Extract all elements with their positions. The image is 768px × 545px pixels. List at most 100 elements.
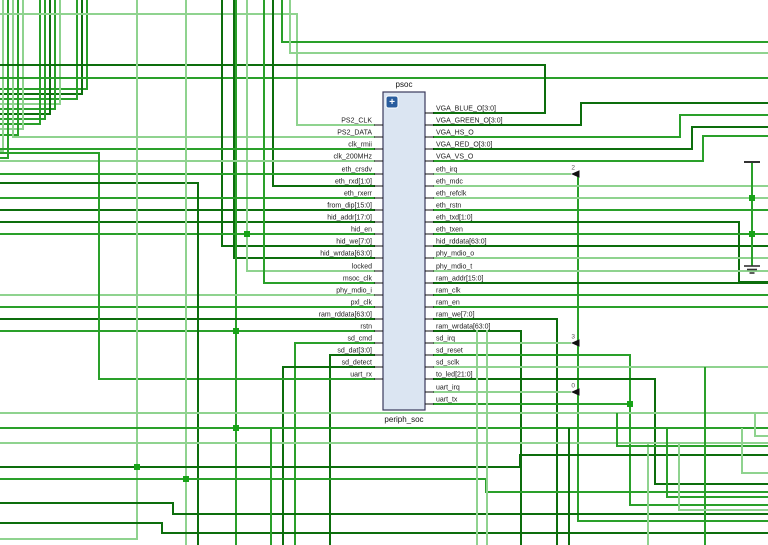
input-port-from_dip[15:0][interactable]: from_dip[15:0] [327, 203, 372, 210]
input-port-PS2_CLK[interactable]: PS2_CLK [341, 118, 372, 125]
net-wire[interactable] [0, 0, 41, 125]
net-wire[interactable] [0, 0, 4, 152]
expand-icon[interactable]: + [385, 95, 399, 109]
output-port-hid_rddata[63:0][interactable]: hid_rddata[63:0] [436, 239, 487, 246]
net-wire[interactable] [433, 329, 523, 545]
input-port-eth_rxd[1:0][interactable]: eth_rxd[1:0] [335, 179, 372, 186]
junction-dot [749, 195, 755, 201]
input-port-hid_en[interactable]: hid_en [351, 227, 372, 234]
net-wire[interactable] [0, 0, 46, 120]
output-port-eth_rstn[interactable]: eth_rstn [436, 203, 461, 210]
net-wire[interactable] [433, 220, 768, 284]
output-port-VGA_BLUE_O[3:0][interactable]: VGA_BLUE_O[3:0] [436, 106, 496, 113]
net-wire[interactable] [0, 152, 375, 380]
net-wire[interactable] [328, 353, 375, 545]
net-wire[interactable] [754, 413, 768, 437]
tap-arrow-icon [571, 170, 580, 178]
net-wire[interactable] [246, 234, 375, 272]
output-port-ram_wrdata[63:0][interactable]: ram_wrdata[63:0] [436, 324, 491, 331]
net-wire[interactable] [12, 0, 375, 138]
output-port-to_led[21:0][interactable]: to_led[21:0] [436, 372, 473, 379]
net-wire[interactable] [263, 0, 375, 284]
net-wire[interactable] [433, 377, 768, 486]
output-port-sd_irq[interactable]: sd_irq [436, 336, 455, 343]
input-port-uart_rx[interactable]: uart_rx [350, 372, 372, 379]
input-port-msoc_clk[interactable]: msoc_clk [343, 276, 373, 283]
output-port-ram_we[7:0][interactable]: ram_we[7:0] [436, 312, 475, 319]
input-port-hid_we[7:0][interactable]: hid_we[7:0] [336, 239, 372, 246]
plus-icon: + [389, 97, 395, 108]
input-port-sd_detect[interactable]: sd_detect [342, 360, 372, 367]
output-port-VGA_HS_O[interactable]: VGA_HS_O [436, 130, 474, 137]
input-port-rstn[interactable]: rstn [360, 324, 372, 331]
output-port-sd_reset[interactable]: sd_reset [436, 348, 463, 355]
net-wire[interactable] [433, 101, 768, 127]
output-port-VGA_GREEN_O[3:0][interactable]: VGA_GREEN_O[3:0] [436, 118, 503, 125]
input-port-eth_crsdv[interactable]: eth_crsdv [342, 167, 373, 174]
net-wire[interactable] [0, 13, 375, 126]
power-ground-constant-symbol [744, 161, 760, 274]
net-wire[interactable] [0, 453, 768, 469]
input-port-sd_dat[3:0][interactable]: sd_dat[3:0] [337, 348, 372, 355]
output-port-VGA_RED_O[3:0][interactable]: VGA_RED_O[3:0] [436, 142, 492, 149]
net-wire[interactable] [294, 342, 375, 545]
output-port-VGA_VS_O[interactable]: VGA_VS_O [436, 154, 474, 161]
net-wire[interactable] [0, 0, 138, 540]
input-port-phy_mdio_i[interactable]: phy_mdio_i [336, 288, 372, 295]
output-port-uart_irq[interactable]: uart_irq [436, 385, 460, 392]
output-port-phy_mdio_o[interactable]: phy_mdio_o [436, 251, 474, 258]
net-wire[interactable] [433, 135, 768, 162]
input-port-hid_wrdata[63:0][interactable]: hid_wrdata[63:0] [320, 251, 372, 258]
net-wire[interactable] [433, 125, 768, 151]
input-port-locked[interactable]: locked [352, 264, 372, 271]
net-wire[interactable] [0, 0, 9, 159]
net-wire[interactable] [0, 0, 78, 100]
input-port-pxl_clk[interactable]: pxl_clk [351, 300, 373, 307]
input-port-ram_rddata[63:0][interactable]: ram_rddata[63:0] [319, 312, 372, 319]
net-wire[interactable] [616, 413, 768, 447]
output-port-ram_addr[15:0][interactable]: ram_addr[15:0] [436, 276, 484, 283]
net-wire[interactable] [678, 443, 768, 511]
output-port-eth_txen[interactable]: eth_txen [436, 227, 463, 234]
net-wire[interactable] [666, 428, 768, 498]
output-port-phy_mdio_t[interactable]: phy_mdio_t [436, 264, 472, 271]
output-port-ram_en[interactable]: ram_en [436, 300, 460, 307]
input-port-hid_addr[17:0][interactable]: hid_addr[17:0] [327, 215, 372, 222]
net-wire[interactable] [0, 478, 768, 493]
net-wire[interactable] [0, 0, 19, 136]
net-wire[interactable] [0, 181, 200, 545]
net-wire[interactable] [0, 521, 768, 535]
output-port-eth_mdc[interactable]: eth_mdc [436, 179, 463, 186]
input-port-clk_200MHz[interactable]: clk_200MHz [333, 154, 372, 161]
net-wire[interactable] [281, 365, 375, 545]
net-wire[interactable] [232, 0, 375, 260]
net-wire[interactable] [741, 428, 768, 474]
input-port-clk_rmii[interactable]: clk_rmii [348, 142, 372, 149]
net-wire[interactable] [0, 501, 768, 516]
junction-dot [749, 231, 755, 237]
net-wire[interactable] [0, 0, 88, 90]
input-port-eth_rxerr[interactable]: eth_rxerr [344, 191, 373, 198]
output-port-eth_irq[interactable]: eth_irq [436, 167, 458, 174]
net-wire[interactable] [433, 354, 768, 506]
input-port-PS2_DATA[interactable]: PS2_DATA [337, 130, 372, 137]
net-wire[interactable] [220, 0, 375, 248]
output-port-sd_sclk[interactable]: sd_sclk [436, 360, 460, 367]
net-wire[interactable] [433, 114, 768, 138]
net-wire[interactable] [271, 0, 375, 188]
net-wire[interactable] [281, 0, 768, 43]
net-wire[interactable] [433, 317, 559, 545]
output-port-eth_refclk[interactable]: eth_refclk [436, 191, 467, 198]
output-port-ram_clk[interactable]: ram_clk [436, 288, 461, 295]
net-wire[interactable] [0, 0, 52, 116]
net-wire[interactable] [0, 0, 84, 96]
module-block-body[interactable] [382, 91, 426, 411]
output-port-uart_tx[interactable]: uart_tx [436, 397, 458, 404]
input-port-sd_cmd[interactable]: sd_cmd [347, 336, 372, 343]
output-port-eth_txd[1:0][interactable]: eth_txd[1:0] [436, 215, 473, 222]
net-wire[interactable] [289, 0, 768, 54]
net-wire[interactable] [0, 0, 61, 105]
